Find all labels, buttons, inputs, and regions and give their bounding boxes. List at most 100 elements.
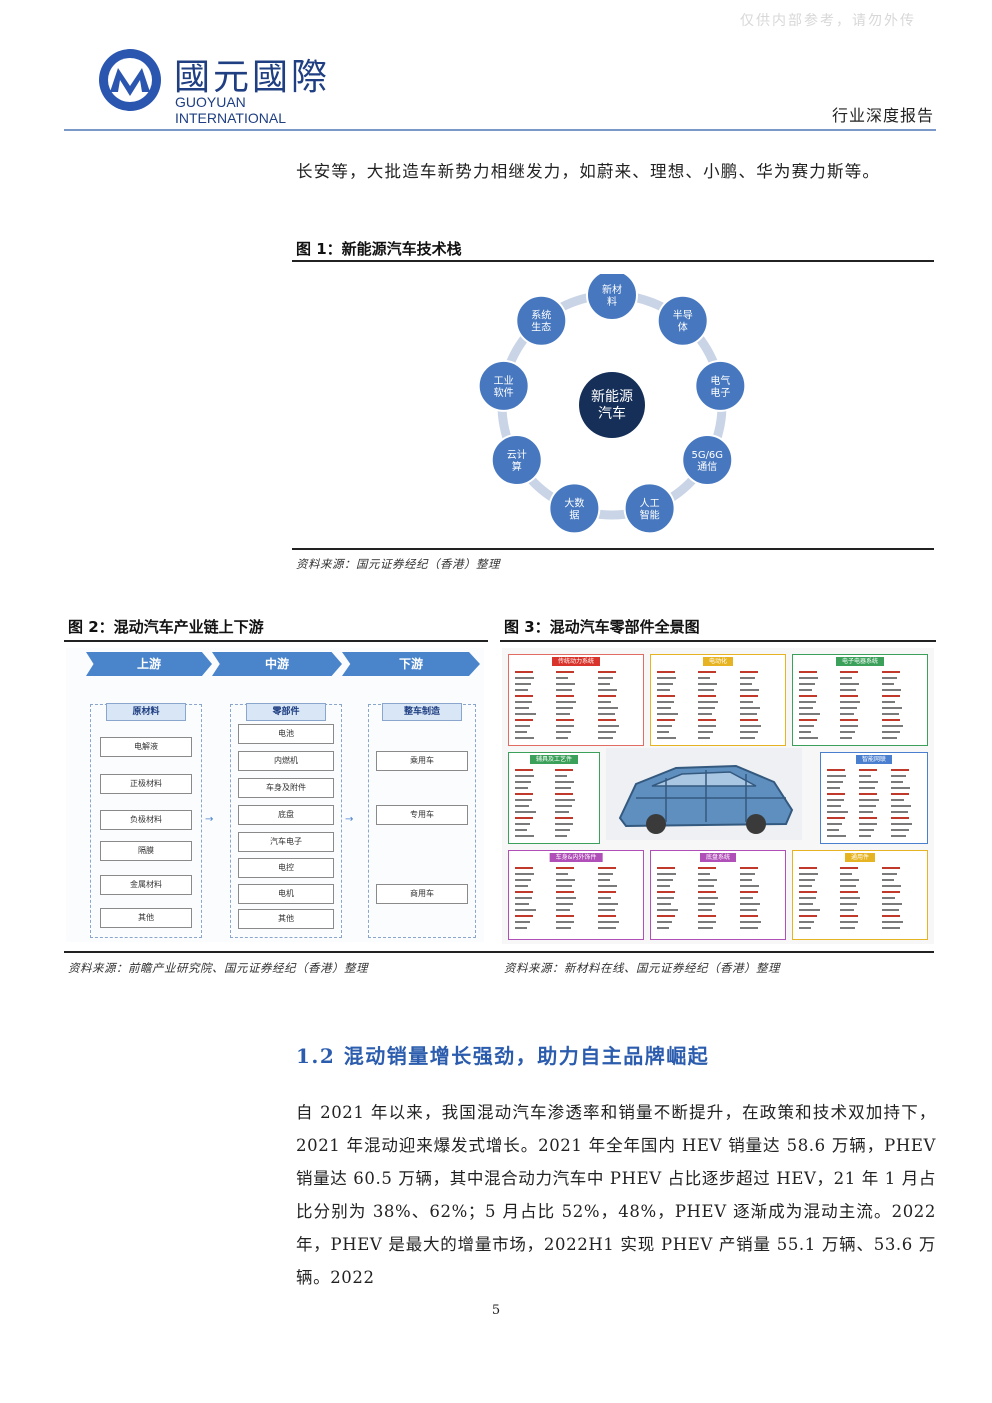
- figures-bottom-rule: [64, 951, 934, 953]
- ring-node: 半导体: [656, 294, 709, 347]
- part-list-line: [739, 737, 755, 739]
- part-list-line: [799, 677, 818, 679]
- item-parts-other: 其他: [238, 909, 334, 929]
- part-list-line: [827, 817, 845, 819]
- ring-node: 大数据: [548, 482, 601, 535]
- group-head-raw-materials: 原材料: [106, 703, 186, 721]
- part-list-line: [859, 799, 879, 801]
- part-list-line: [597, 897, 611, 899]
- part-list-line: [556, 879, 576, 881]
- part-list-line: [840, 915, 859, 917]
- part-list-line: [827, 793, 845, 795]
- part-list-line: [555, 817, 573, 819]
- ring-node: 新材料: [586, 274, 638, 321]
- part-list-line: [881, 713, 899, 715]
- ring-node-circle: [515, 294, 568, 347]
- part-list-line: [891, 769, 909, 771]
- part-list-line: [515, 671, 533, 673]
- part-list-line: [891, 823, 912, 825]
- part-list-line: [840, 885, 857, 887]
- ring-node-label: 系统: [531, 309, 551, 322]
- part-list-line: [597, 683, 610, 685]
- part-list-line: [657, 671, 675, 673]
- part-list-line: [597, 713, 615, 715]
- part-list-line: [799, 689, 812, 691]
- part-list-line: [515, 731, 527, 733]
- part-list-line: [739, 891, 758, 893]
- part-list-line: [859, 823, 877, 825]
- part-list-line: [881, 909, 899, 911]
- part-list-line: [515, 775, 534, 777]
- part-list-line: [657, 695, 675, 697]
- part-list-line: [657, 867, 675, 869]
- part-list-line: [739, 671, 758, 673]
- part-list-line: [515, 927, 527, 929]
- part-list-line: [657, 707, 671, 709]
- part-list-line: [799, 683, 815, 685]
- part-list-line: [515, 811, 536, 813]
- part-list-line: [739, 927, 758, 929]
- part-list-line: [881, 719, 900, 721]
- figure1-bottom-rule: [292, 548, 934, 550]
- part-list-line: [698, 879, 718, 881]
- part-list-line: [827, 799, 844, 801]
- part-list-line: [515, 713, 536, 715]
- part-list-line: [556, 713, 571, 715]
- panel-powertrain: 传统动力系统: [508, 654, 644, 746]
- part-list-line: [739, 725, 761, 727]
- panel-tag-electrification: 电动化: [702, 657, 734, 666]
- part-list-line: [799, 909, 820, 911]
- part-list-line: [556, 891, 575, 893]
- part-list-line: [739, 909, 757, 911]
- part-list-line: [556, 689, 573, 691]
- part-list-line: [840, 707, 858, 709]
- part-list-line: [881, 725, 903, 727]
- group-vehicles: 整车制造: [368, 703, 476, 938]
- part-list-line: [556, 867, 575, 869]
- part-list-line: [698, 713, 713, 715]
- part-list-line: [698, 707, 716, 709]
- figure2-top-rule: [64, 640, 488, 642]
- part-list-line: [840, 713, 855, 715]
- part-list-line: [739, 713, 757, 715]
- part-list-line: [515, 885, 528, 887]
- part-list-line: [657, 909, 678, 911]
- intro-paragraph: 长安等，大批造车新势力相继发力，如蔚来、理想、小鹏、华为赛力斯等。: [296, 162, 881, 181]
- part-list-line: [799, 879, 815, 881]
- figure3-top-rule: [500, 640, 936, 642]
- part-list-line: [597, 867, 616, 869]
- part-list-line: [840, 891, 859, 893]
- part-list-line: [827, 775, 846, 777]
- part-list-line: [739, 695, 758, 697]
- part-list-line: [799, 903, 813, 905]
- part-list-line: [657, 927, 669, 929]
- item-electronics: 汽车电子: [238, 832, 334, 852]
- ring-node-label: 据: [569, 508, 579, 521]
- part-list-line: [698, 731, 714, 733]
- panel-general: 通用件: [792, 850, 928, 940]
- figure1-title: 图 1：新能源汽车技术栈: [296, 240, 462, 258]
- part-list-line: [657, 903, 671, 905]
- part-list-line: [739, 701, 753, 703]
- part-list-line: [657, 683, 673, 685]
- group-head-parts: 零部件: [246, 703, 326, 721]
- part-list-line: [698, 719, 717, 721]
- part-list-line: [799, 737, 818, 739]
- part-list-line: [739, 915, 758, 917]
- panel-tag-electronics: 电子电器系统: [835, 657, 885, 666]
- part-list-line: [698, 885, 715, 887]
- item-engine: 内燃机: [238, 751, 334, 771]
- part-list-line: [739, 873, 755, 875]
- part-list-line: [515, 915, 533, 917]
- ring-node-circle: [586, 274, 638, 321]
- part-list-line: [881, 689, 901, 691]
- part-list-line: [597, 707, 618, 709]
- item-electrolyte: 电解液: [100, 737, 192, 757]
- part-list-line: [698, 695, 717, 697]
- part-list-line: [556, 897, 577, 899]
